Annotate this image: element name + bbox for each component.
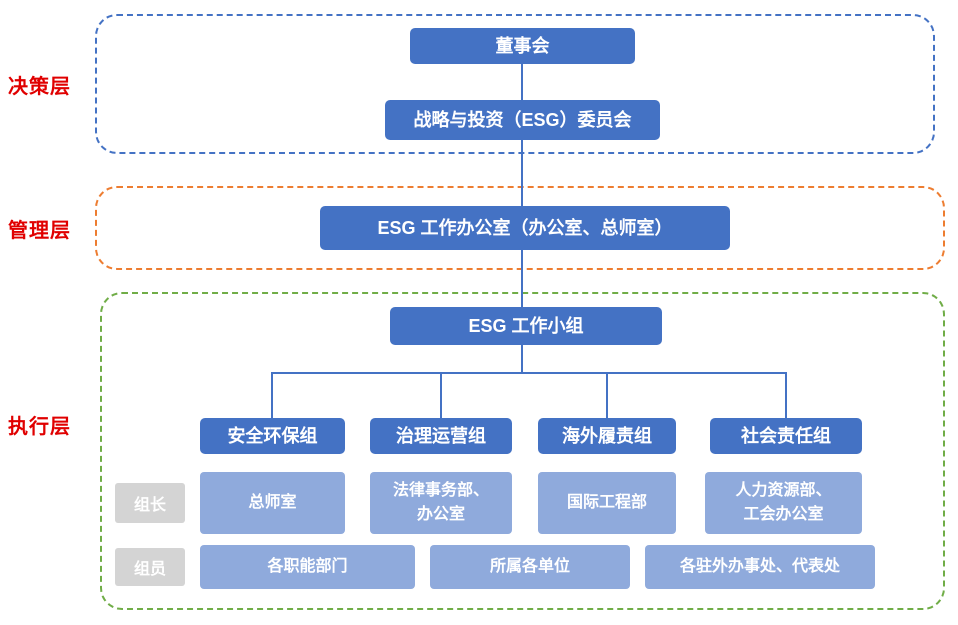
node-group-safety-environment: 安全环保组 — [200, 418, 345, 454]
node-group-overseas-responsibility: 海外履责组 — [538, 418, 676, 454]
leader-overseas-responsibility: 国际工程部 — [538, 472, 676, 534]
connector-branch-group2 — [440, 372, 442, 418]
connector-committee-office — [521, 140, 523, 206]
connector-branch-group3 — [606, 372, 608, 418]
node-group-social-responsibility: 社会责任组 — [710, 418, 862, 454]
connector-branch-horizontal — [271, 372, 787, 374]
layer-label-decision: 决策层 — [8, 76, 71, 98]
node-group-governance-operations: 治理运营组 — [370, 418, 512, 454]
connector-branch-group4 — [785, 372, 787, 418]
member-affiliated-units: 所属各单位 — [430, 545, 630, 589]
decision-layer-frame — [95, 14, 935, 154]
connector-workgroup-stem — [521, 345, 523, 373]
row-label-member: 组员 — [115, 548, 185, 586]
member-functional-departments: 各职能部门 — [200, 545, 415, 589]
leader-safety-environment: 总师室 — [200, 472, 345, 534]
layer-label-management: 管理层 — [8, 220, 71, 242]
node-board: 董事会 — [410, 28, 635, 64]
connector-branch-group1 — [271, 372, 273, 418]
node-esg-office: ESG 工作办公室（办公室、总师室） — [320, 206, 730, 250]
layer-label-execution: 执行层 — [8, 416, 71, 438]
leader-governance-operations: 法律事务部、 办公室 — [370, 472, 512, 534]
connector-office-workgroup — [521, 250, 523, 308]
row-label-leader: 组长 — [115, 483, 185, 523]
connector-board-committee — [521, 64, 523, 101]
node-esg-workgroup: ESG 工作小组 — [390, 307, 662, 345]
node-esg-committee: 战略与投资（ESG）委员会 — [385, 100, 660, 140]
member-overseas-offices: 各驻外办事处、代表处 — [645, 545, 875, 589]
leader-social-responsibility: 人力资源部、 工会办公室 — [705, 472, 862, 534]
management-layer-frame — [95, 186, 945, 270]
